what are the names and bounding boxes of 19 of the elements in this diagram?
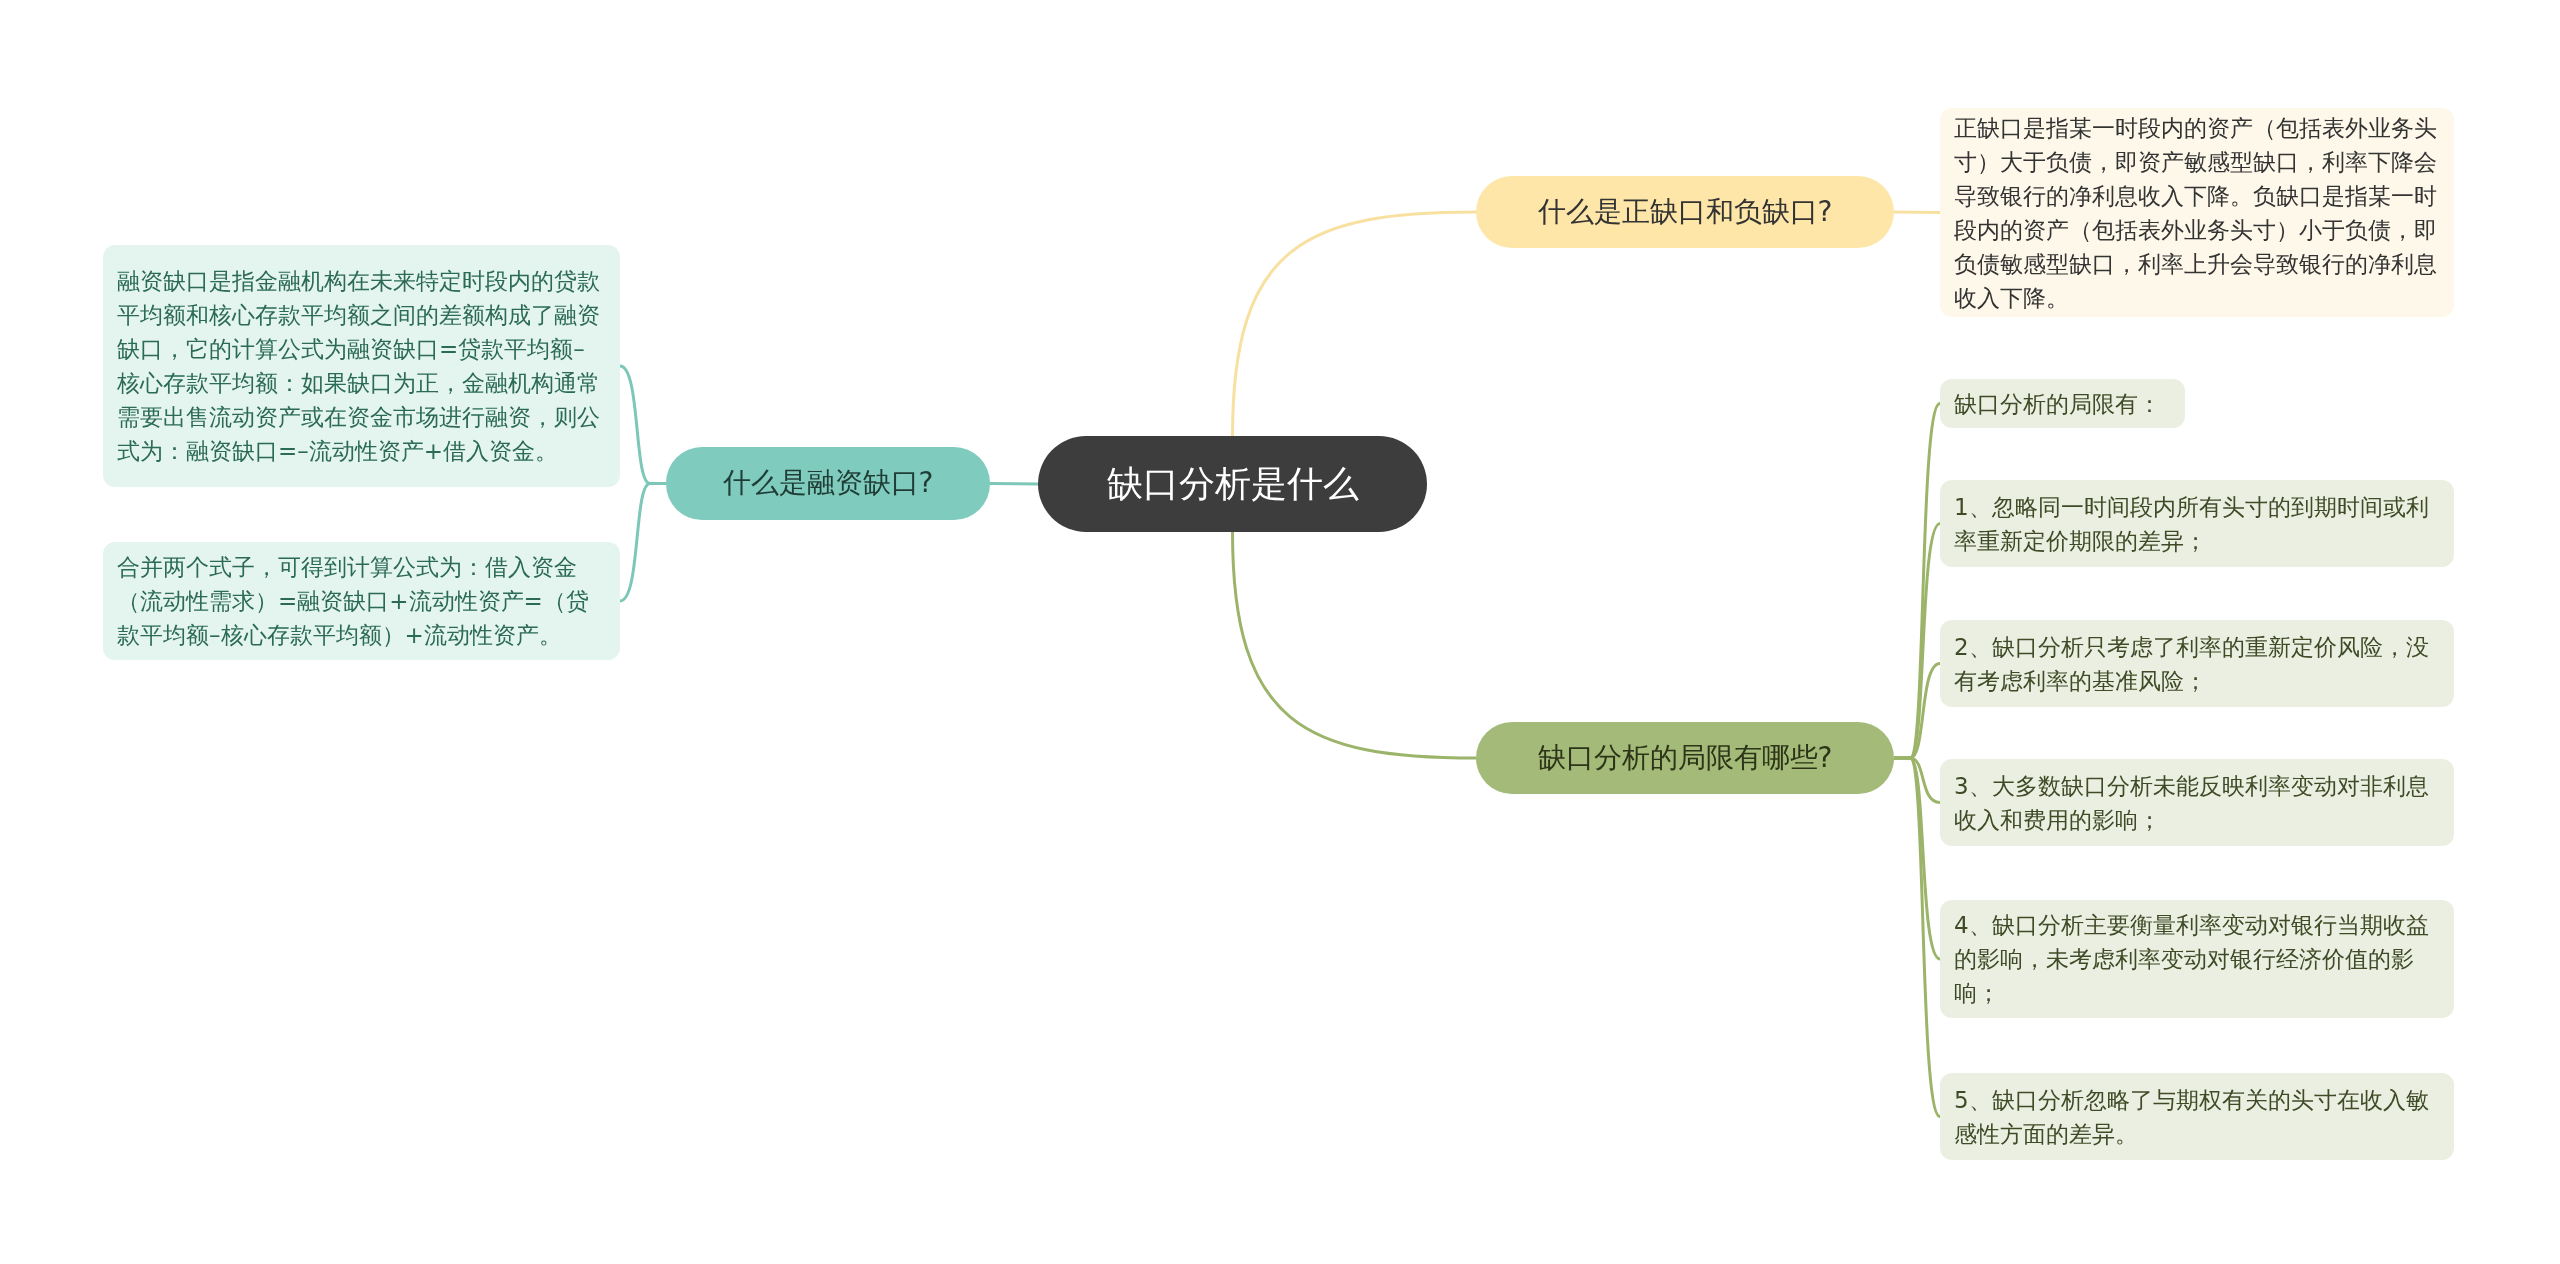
note-card: 1、忽略同一时间段内所有头寸的到期时间或利率重新定价期限的差异； — [1940, 480, 2454, 567]
note-card: 2、缺口分析只考虑了利率的重新定价风险，没有考虑利率的基准风险； — [1940, 620, 2454, 707]
root-topic: 缺口分析是什么 — [1038, 436, 1427, 532]
branch-line — [990, 482, 1038, 486]
branch-topic: 什么是融资缺口? — [666, 447, 990, 520]
branch-topic: 缺口分析的局限有哪些? — [1476, 722, 1894, 794]
branch-line — [1231, 210, 1477, 437]
branch-topic: 什么是正缺口和负缺口? — [1476, 176, 1894, 248]
branch-line — [1231, 531, 1477, 760]
branch-line — [619, 482, 666, 603]
branch-line — [1894, 210, 1940, 214]
note-card: 4、缺口分析主要衡量利率变动对银行当期收益的影响，未考虑利率变动对银行经济价值的影响； — [1940, 900, 2454, 1018]
note-card: 5、缺口分析忽略了与期权有关的头寸在收入敏感性方面的差异。 — [1940, 1073, 2454, 1160]
branch-line — [1894, 756, 1942, 1118]
note-card: 融资缺口是指金融机构在未来特定时段内的贷款平均额和核心存款平均额之间的差额构成了融资缺口，它的计算公式为融资缺口=贷款平均额–核心存款平均额：如果缺口为正，金融机构通常需要出售流动资产或在资金市场进行融资，则公式为：融资缺口=–流动性资产+借入资金。 — [103, 245, 620, 487]
note-card: 3、大多数缺口分析未能反映利率变动对非利息收入和费用的影响； — [1940, 759, 2454, 846]
note-card: 缺口分析的局限有： — [1940, 379, 2185, 428]
note-card: 正缺口是指某一时段内的资产（包括表外业务头寸）大于负债，即资产敏感型缺口，利率下降会导致银行的净利息收入下降。负缺口是指某一时段内的资产（包括表外业务头寸）小于负债，即负债敏感型缺口，利率上升会导致银行的净利息收入下降。 — [1940, 108, 2454, 317]
note-card: 合并两个式子，可得到计算公式为：借入资金（流动性需求）=融资缺口+流动性资产=（贷款平均额–核心存款平均额）+流动性资产。 — [103, 542, 620, 660]
